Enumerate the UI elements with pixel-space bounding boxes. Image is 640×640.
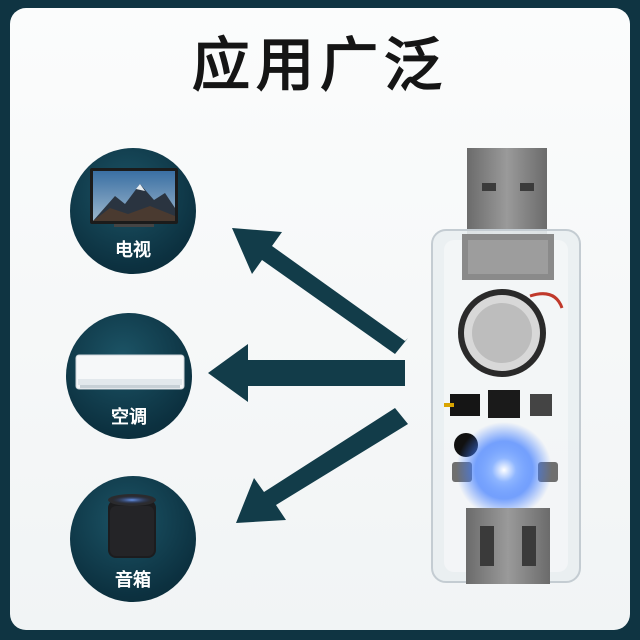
app-circle-ac: 空调: [66, 313, 192, 439]
tv-icon: [90, 168, 178, 227]
app-circle-tv: 电视: [70, 148, 196, 274]
arrows: [208, 228, 408, 523]
page-title: 应用广泛: [191, 31, 448, 99]
led-light: [456, 422, 552, 518]
app-circle-speaker: 音箱: [70, 476, 196, 602]
product-card: 应用广泛 电视 空调: [10, 8, 630, 630]
arrow-to-speaker: [236, 408, 408, 523]
usb-plug: [467, 148, 547, 240]
air-conditioner-icon: [75, 354, 185, 390]
speaker-icon: [108, 494, 156, 558]
usb-port: [466, 508, 550, 584]
arrow-to-tv: [232, 228, 408, 354]
app-label-ac: 空调: [111, 407, 147, 428]
usb-device: [431, 148, 581, 584]
app-label-speaker: 音箱: [115, 570, 151, 591]
arrow-to-ac: [208, 344, 405, 402]
app-label-tv: 电视: [115, 240, 151, 261]
